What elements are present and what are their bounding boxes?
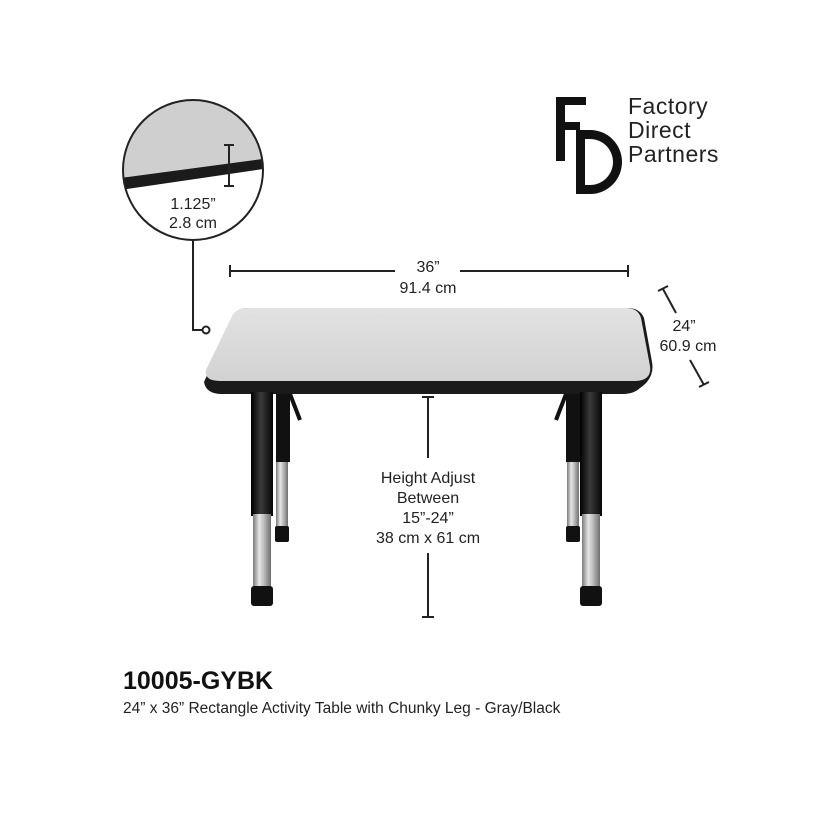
back-leg-right	[554, 392, 580, 542]
front-leg-right	[580, 392, 602, 606]
brand-name-line2: Direct	[628, 117, 691, 143]
height-range-cm: 38 cm x 61 cm	[376, 530, 480, 547]
product-description: 24” x 36” Rectangle Activity Table with …	[123, 700, 561, 717]
brand-name-line1: Factory	[628, 93, 708, 119]
product-sku: 10005-GYBK	[123, 667, 274, 695]
height-dimension	[422, 396, 434, 618]
depth-cm: 60.9 cm	[660, 338, 717, 355]
back-leg-left	[275, 392, 302, 542]
width-inches: 36”	[416, 259, 439, 276]
height-label-line2: Between	[397, 490, 459, 507]
width-cm: 91.4 cm	[400, 280, 457, 297]
callout-anchor-dot	[201, 325, 211, 335]
thickness-callout: 1.125” 2.8 cm	[122, 99, 264, 335]
product-info: 10005-GYBK 24” x 36” Rectangle Activity …	[123, 666, 803, 719]
fd-monogram-icon	[556, 97, 622, 194]
width-dimension	[229, 265, 629, 277]
thickness-inches: 1.125”	[170, 196, 215, 213]
thickness-marker	[224, 144, 234, 187]
callout-leader-line	[192, 240, 203, 331]
brand-name-line3: Partners	[628, 141, 719, 167]
table-illustration	[204, 308, 653, 606]
front-leg-left	[251, 392, 273, 606]
height-label-line1: Height Adjust	[381, 470, 476, 487]
brand-logo: Factory Direct Partners	[556, 93, 719, 194]
tabletop-surface	[205, 308, 651, 381]
height-range-inches: 15”-24”	[402, 510, 454, 527]
depth-dimension	[657, 285, 710, 388]
thickness-cm: 2.8 cm	[169, 215, 217, 232]
depth-inches: 24”	[672, 318, 695, 335]
